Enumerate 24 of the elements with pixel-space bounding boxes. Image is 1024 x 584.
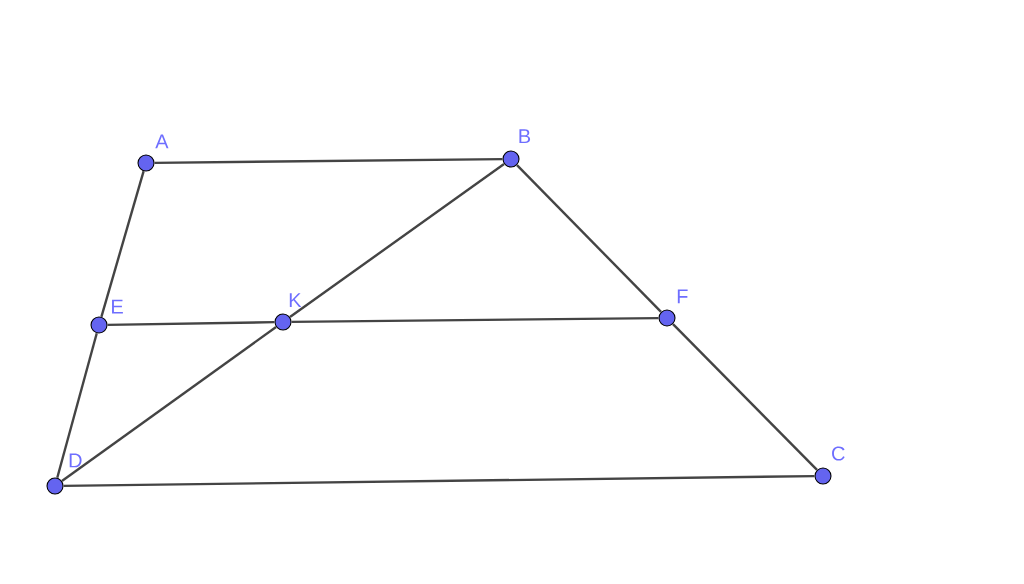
point: E bbox=[90, 299, 123, 334]
point: C bbox=[814, 446, 845, 485]
segment bbox=[56, 332, 98, 479]
node-label: E bbox=[112, 299, 123, 314]
segment bbox=[516, 164, 662, 313]
node-label: A bbox=[155, 134, 169, 149]
segment bbox=[61, 326, 277, 482]
node-label: F bbox=[677, 289, 688, 304]
point: B bbox=[502, 129, 531, 168]
segment bbox=[289, 163, 505, 318]
node-label: B bbox=[519, 129, 531, 144]
segment bbox=[672, 323, 818, 471]
point: K bbox=[274, 293, 302, 331]
segment bbox=[154, 157, 503, 165]
segment bbox=[63, 474, 815, 488]
segment bbox=[100, 170, 145, 318]
segment bbox=[107, 320, 275, 327]
point: F bbox=[658, 289, 688, 327]
node-label: K bbox=[289, 293, 302, 307]
point: A bbox=[137, 134, 169, 172]
point: D bbox=[46, 453, 82, 495]
node-label: C bbox=[832, 446, 845, 461]
node-label: D bbox=[69, 453, 82, 468]
segment bbox=[291, 316, 659, 324]
